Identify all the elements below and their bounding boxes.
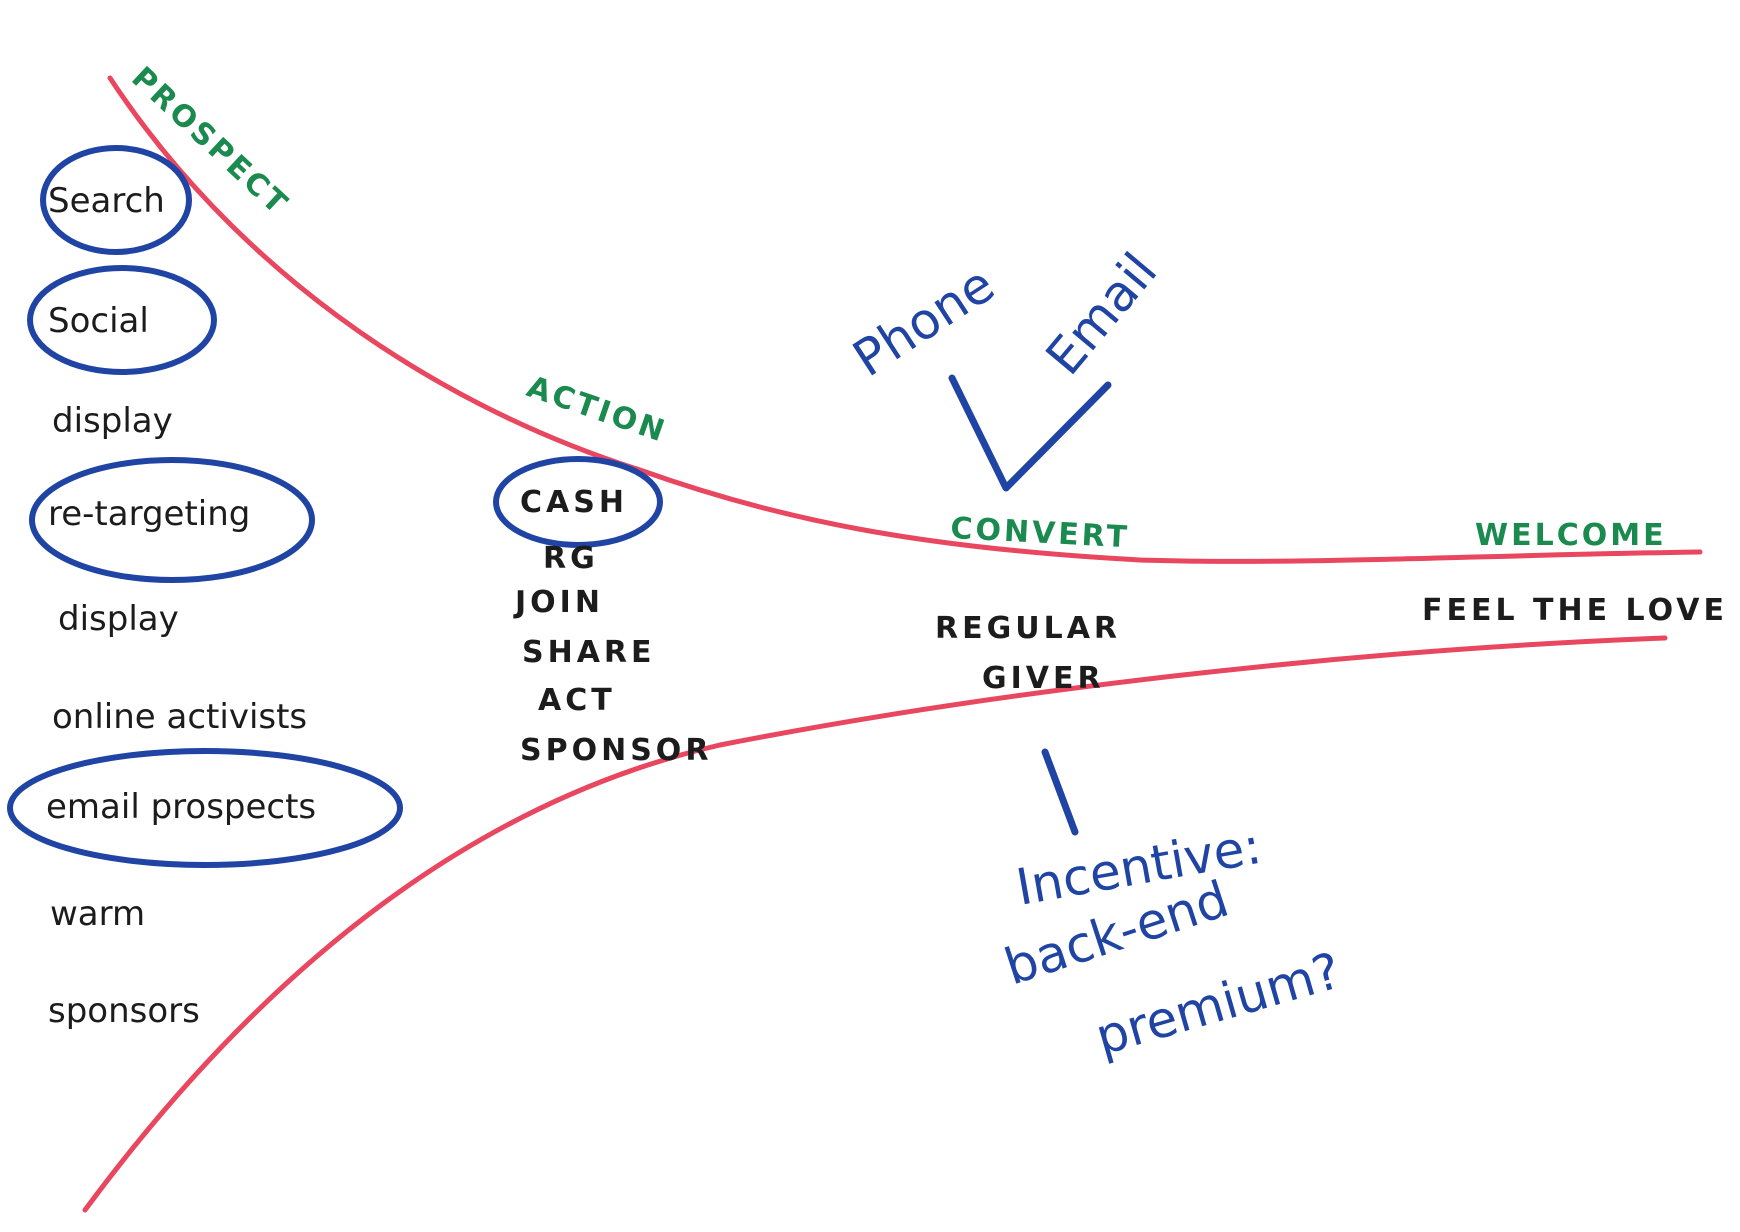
incentive-connector-line bbox=[1041, 748, 1079, 836]
channel-display-2: display bbox=[58, 599, 179, 639]
action-item-cash: CASH bbox=[520, 485, 628, 520]
re-targeting-circle bbox=[29, 457, 315, 583]
convert-item-regular: REGULAR bbox=[935, 611, 1121, 646]
channel-social: Social bbox=[48, 301, 149, 341]
channel-display-1: display bbox=[52, 401, 173, 441]
action-item-share: SHARE bbox=[522, 635, 656, 670]
channel-online-activists: online activists bbox=[52, 697, 307, 737]
channel-phone: Phone bbox=[843, 255, 1004, 388]
stage-welcome-label: WELCOME bbox=[1475, 518, 1667, 553]
social-circle bbox=[27, 265, 217, 375]
welcome-item-list: FEEL THE LOVE bbox=[1422, 593, 1728, 628]
phone-email-checkmark bbox=[948, 374, 1112, 492]
channel-email-prospects: email prospects bbox=[46, 787, 316, 827]
stage-action-label: ACTION bbox=[522, 369, 671, 449]
email-prospects-circle bbox=[7, 748, 403, 868]
action-item-rg: RG bbox=[543, 541, 599, 576]
welcome-item-feel-the-love: FEEL THE LOVE bbox=[1422, 593, 1728, 628]
channel-search: Search bbox=[48, 181, 165, 221]
action-item-join: JOIN bbox=[513, 585, 604, 620]
search-circle bbox=[40, 145, 192, 255]
funnel-bottom-curve bbox=[82, 635, 1668, 1213]
convert-item-giver: GIVER bbox=[982, 661, 1105, 696]
channel-email: Email bbox=[1035, 242, 1169, 386]
prospect-channel-list: Search Social display re-targeting displ… bbox=[46, 181, 316, 1031]
channel-warm: warm bbox=[50, 894, 145, 934]
convert-channels: Phone Email bbox=[843, 242, 1168, 388]
incentive-line-3: premium? bbox=[1089, 941, 1347, 1066]
cash-circle bbox=[493, 456, 663, 548]
incentive-note: Incentive: back-end premium? bbox=[998, 817, 1347, 1067]
funnel-top-curve bbox=[107, 75, 1703, 564]
channel-re-targeting: re-targeting bbox=[48, 494, 250, 534]
channel-sponsors: sponsors bbox=[48, 991, 200, 1031]
action-item-list: CASH RG JOIN SHARE ACT SPONSOR bbox=[513, 485, 712, 768]
action-item-act: ACT bbox=[538, 683, 616, 718]
action-item-sponsor: SPONSOR bbox=[520, 733, 712, 768]
convert-item-list: REGULAR GIVER bbox=[935, 611, 1121, 696]
